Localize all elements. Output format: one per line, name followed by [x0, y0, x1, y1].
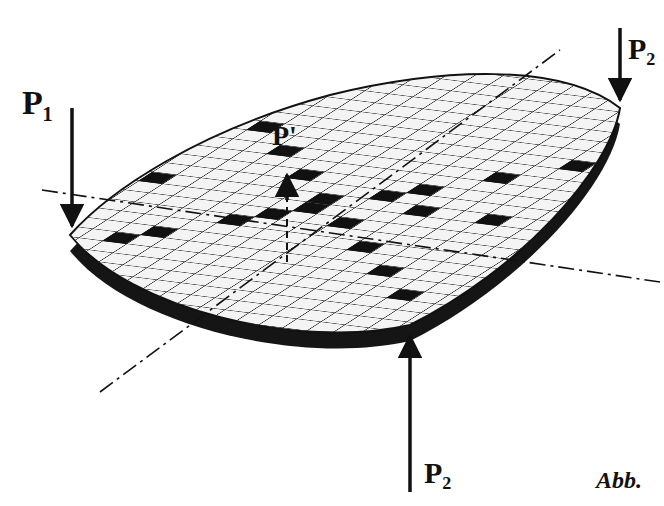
axis-lines	[42, 50, 660, 392]
force-arrow	[285, 175, 289, 200]
figure-label: Abb.	[596, 468, 642, 492]
force-label: P₂	[628, 34, 655, 64]
force-label: P₁	[22, 86, 53, 120]
force-label: P'	[272, 122, 297, 150]
grid	[0, 0, 664, 445]
force-arrows	[72, 28, 620, 492]
force-label: P₂	[424, 458, 451, 488]
hidden-force-line	[286, 200, 288, 262]
